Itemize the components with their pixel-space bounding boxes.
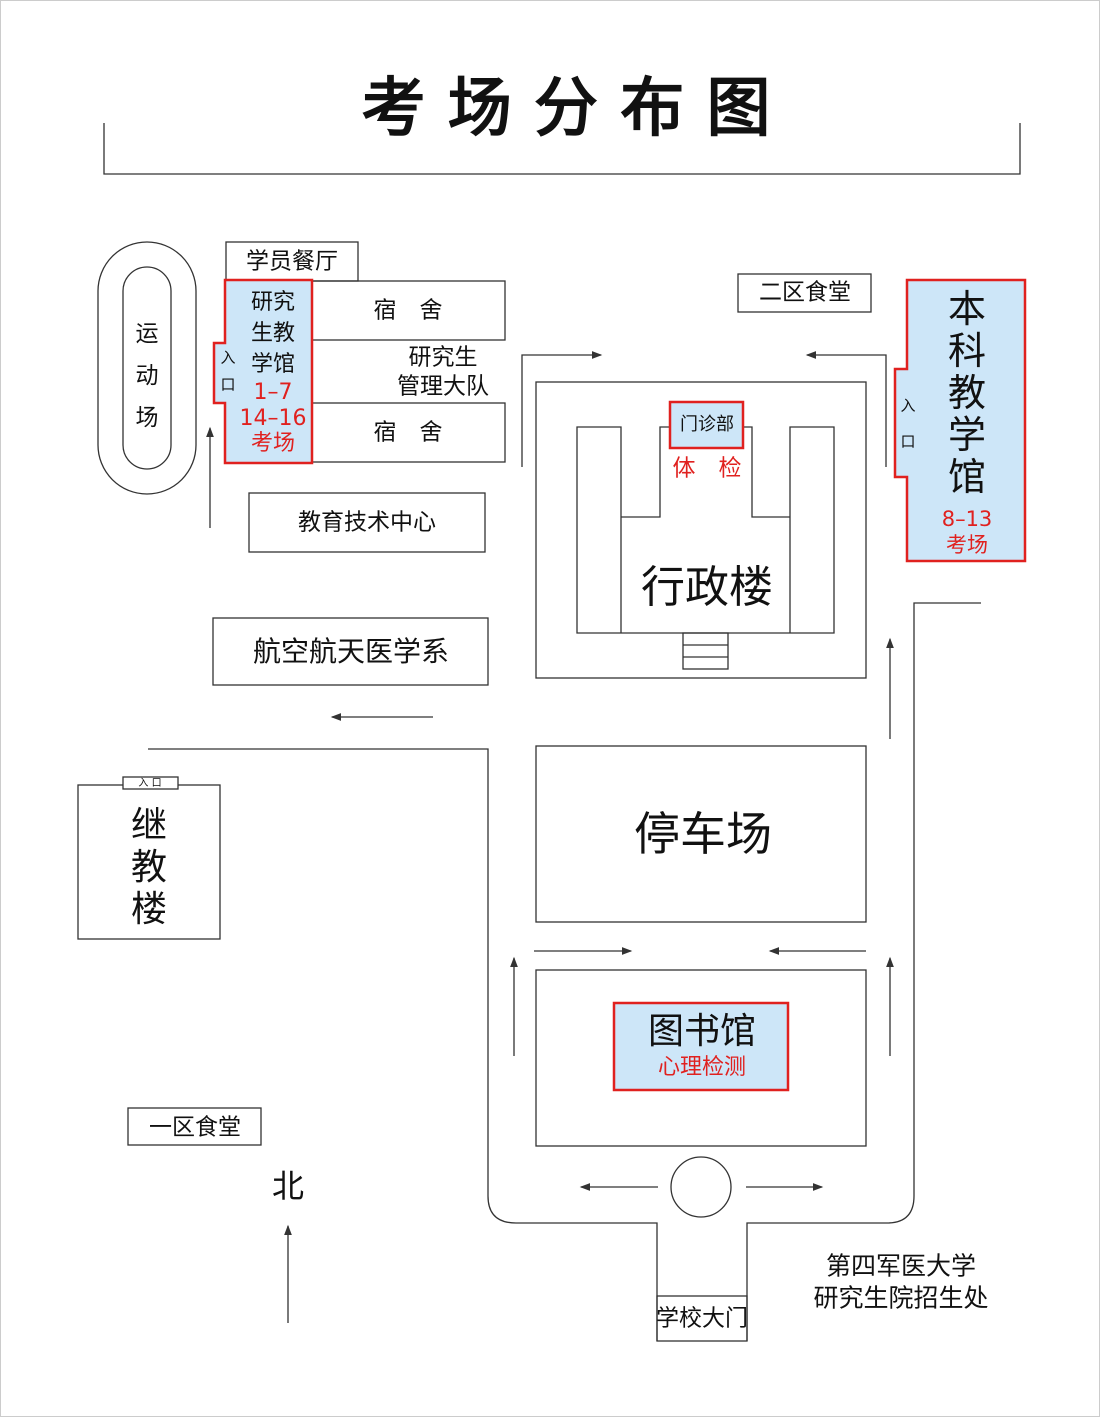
exam-suffix: 考场 [946,533,988,557]
entrance-label: 入 [220,348,236,367]
clinic-box [668,400,745,450]
arrow [805,351,887,467]
exam-suffix: 考场 [250,431,295,456]
exam-rooms: 14–16 [239,406,307,431]
grad-teaching-hall-label[interactable]: 研究 生教 学馆 1–7 14–16 考场 [240,287,307,456]
student-canteen-label: 学员餐厅 [246,248,338,275]
name-line: 研究 [250,290,295,315]
canteen-1-label: 一区食堂 [149,1114,241,1141]
psych-test-label: 心理检测 [657,1055,747,1080]
stairs [682,632,729,670]
north-label: 北 [271,1167,305,1205]
footer-office: 研究生院招生处 [813,1283,989,1313]
grad-brigade-label: 管理大队 [397,373,489,400]
library-outer [535,969,867,1147]
footer-org: 第四军医大学 [825,1251,977,1281]
road-right [746,602,981,1341]
parking-box [535,745,867,923]
title-bracket [103,123,1021,175]
continuing-edu-entrance-label: 入 口 [138,778,162,789]
undergrad-teaching-hall [893,278,1027,563]
admin-label: 行政楼 [641,562,773,613]
grad-teaching-hall [212,278,314,465]
canteen-2-box [737,273,872,313]
arrow [521,351,603,467]
track-inner [122,266,172,470]
roundabout [670,1156,732,1218]
aerospace-box [212,617,489,686]
exam-rooms: 8–13 [941,507,993,531]
edu-tech-label: 教育技术中心 [298,509,436,536]
dorm-bottom-label: 宿 舍 [373,419,443,446]
continuing-edu-label: 继教楼 [130,805,168,930]
clinic-label[interactable]: 门诊部 [680,414,734,435]
library-label[interactable]: 图书馆 [647,1011,757,1052]
admin-outer [535,381,867,679]
canteen-1-box [127,1107,262,1146]
name-line: 生教 [250,321,295,346]
physical-exam-label: 体 检 [672,455,742,482]
aerospace-label: 航空航天医学系 [252,635,450,668]
undergrad-teaching-hall-label[interactable]: 本科教学馆 8–13 考场 [941,287,993,557]
admin-building-outline [576,426,835,634]
dorm-top-label: 宿 舍 [373,297,443,324]
page-title: 考 场 分 布 图 [361,72,771,146]
library-box [612,1001,790,1092]
canteen-2-label: 二区食堂 [759,279,851,306]
edu-tech-box [248,492,486,553]
exam-rooms: 1–7 [253,380,293,405]
parking-label: 停车场 [634,807,772,861]
gate-label: 学校大门 [656,1305,748,1332]
grad-brigade-label: 研究生 [408,344,478,371]
track-label: 运动场 [135,321,159,431]
entrance-label: 口 [900,432,916,451]
track-outer [97,241,197,495]
continuing-edu-entrance [122,776,179,790]
entrance-label: 入 [900,396,916,415]
name-line: 学馆 [250,352,295,377]
entrance-label: 口 [220,375,236,394]
road-left [148,748,658,1341]
